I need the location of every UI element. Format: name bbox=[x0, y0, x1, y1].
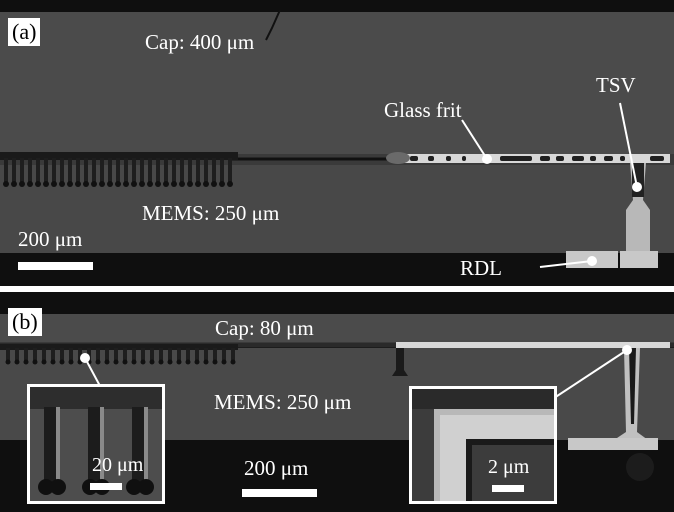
scale-label-b: 200 μm bbox=[244, 456, 309, 480]
inset-right-scale-label: 2 μm bbox=[488, 456, 530, 478]
inset-left-pointer bbox=[80, 353, 90, 363]
panel-b-tag: (b) bbox=[8, 308, 42, 336]
inset-interface-zoom: 2 μm bbox=[409, 386, 557, 504]
glass-frit-pointer bbox=[482, 154, 492, 164]
mems-wafer bbox=[0, 165, 674, 253]
glass-frit-band bbox=[400, 154, 670, 163]
glass-frit-label: Glass frit bbox=[384, 98, 462, 122]
mems-thickness-label-b: MEMS: 250 μm bbox=[214, 390, 352, 414]
panel-a-micrograph bbox=[0, 12, 674, 270]
panel-b: 20 μm 2 μm (b) Cap: 80 μm MEMS: 250 μm 2… bbox=[0, 292, 674, 512]
panel-a-tag: (a) bbox=[8, 18, 41, 46]
scale-bar-b bbox=[242, 489, 317, 497]
rdl-label: RDL bbox=[460, 256, 502, 280]
mems-thickness-label: MEMS: 250 μm bbox=[142, 201, 280, 225]
panel-a: (a) Cap: 400 μm MEMS: 250 μm Glass frit … bbox=[0, 0, 674, 286]
scale-label-a: 200 μm bbox=[18, 227, 83, 251]
frit-voids bbox=[410, 156, 664, 161]
cap-thickness-label: Cap: 400 μm bbox=[145, 30, 255, 54]
rdl-pointer bbox=[587, 256, 597, 266]
rdl-pad-right bbox=[620, 251, 658, 268]
glass-frit-band-b bbox=[396, 342, 670, 348]
tsv-pointer bbox=[632, 182, 642, 192]
inset-left-scale-label: 20 μm bbox=[92, 454, 144, 476]
inset-right-scale-bar bbox=[492, 485, 524, 492]
rdl-pad-b bbox=[568, 438, 658, 450]
comb-structure bbox=[0, 152, 238, 187]
cap-thickness-label-b: Cap: 80 μm bbox=[215, 316, 314, 340]
inset-right-pointer bbox=[622, 345, 632, 355]
cap-wafer bbox=[0, 12, 674, 154]
comb-structure-b bbox=[0, 344, 238, 365]
inset-left-scale-bar bbox=[90, 483, 122, 490]
scale-bar-a bbox=[18, 262, 93, 270]
inset-comb-zoom: 20 μm bbox=[27, 384, 165, 504]
cap-wafer-b bbox=[0, 314, 674, 344]
tsv-label: TSV bbox=[596, 73, 636, 97]
